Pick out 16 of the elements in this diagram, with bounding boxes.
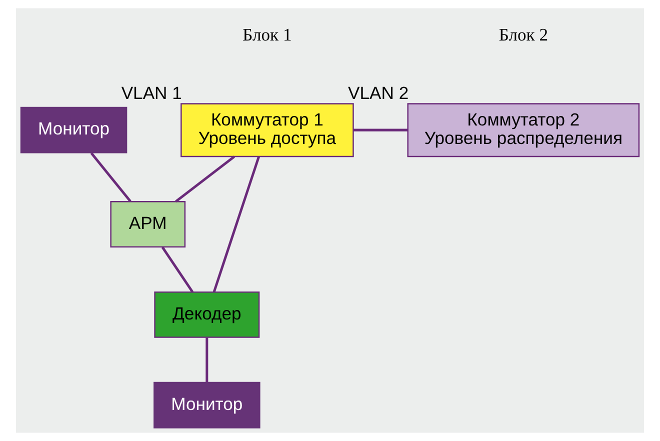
connector (206, 338, 208, 382)
node-label: VLAN 2 (348, 82, 409, 103)
connector (161, 246, 194, 293)
node-box: Монитор (154, 382, 260, 428)
connector (353, 128, 408, 132)
node-box: Коммутатор 2 Уровень распределения (407, 103, 640, 158)
connector (175, 156, 236, 203)
node-box: Монитор (20, 106, 128, 154)
connector (212, 156, 260, 292)
node-box: Коммутатор 1 Уровень доступа (180, 103, 354, 158)
node-label: VLAN 1 (121, 82, 182, 103)
node-box: АРМ (110, 201, 186, 248)
label: Блок 2 (498, 24, 548, 45)
node-box: Декодер (154, 291, 260, 338)
connector (90, 152, 132, 202)
label: Блок 1 (242, 24, 292, 45)
